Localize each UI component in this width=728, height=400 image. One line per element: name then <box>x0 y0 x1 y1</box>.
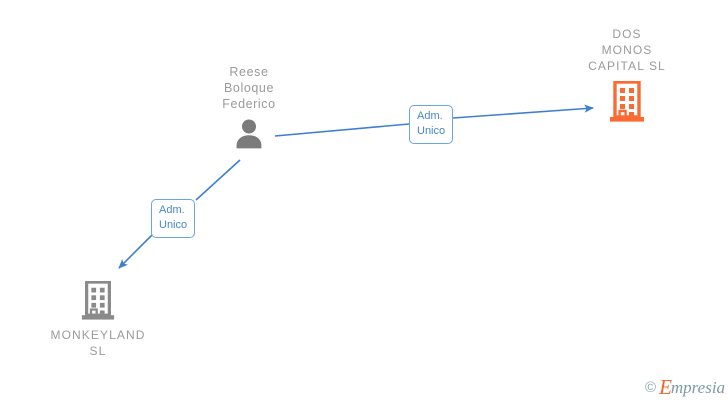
node-person-label: Reese Boloque Federico <box>222 65 276 111</box>
brand-initial: E <box>659 374 672 399</box>
edge-segment-lower <box>118 232 155 269</box>
edge-person-monkeyland <box>118 159 241 269</box>
node-monkeyland[interactable]: MONKEYLAND SL <box>23 281 173 359</box>
copyright-icon: © <box>645 378 657 396</box>
edge-label-adm-unico-dos-monos[interactable]: Adm. Unico <box>409 105 454 144</box>
edge-label-adm-unico-monkeyland[interactable]: Adm. Unico <box>151 199 196 238</box>
node-dos-monos[interactable]: DOS MONOS CAPITAL SL <box>552 26 702 123</box>
building-icon <box>610 81 644 122</box>
node-person[interactable]: Reese Boloque Federico <box>174 64 324 151</box>
edge-segment-left <box>274 123 410 137</box>
node-monkeyland-label: MONKEYLAND SL <box>50 328 146 358</box>
node-dos-monos-label: DOS MONOS CAPITAL SL <box>588 27 666 73</box>
person-icon <box>236 119 262 149</box>
brand-name: mpresia <box>670 377 726 397</box>
edge-segment-right <box>452 104 594 119</box>
building-icon <box>81 281 115 320</box>
watermark: © E mpresia <box>645 376 725 398</box>
edge-segment-upper <box>195 159 241 201</box>
edge-person-dos-monos <box>274 104 594 137</box>
